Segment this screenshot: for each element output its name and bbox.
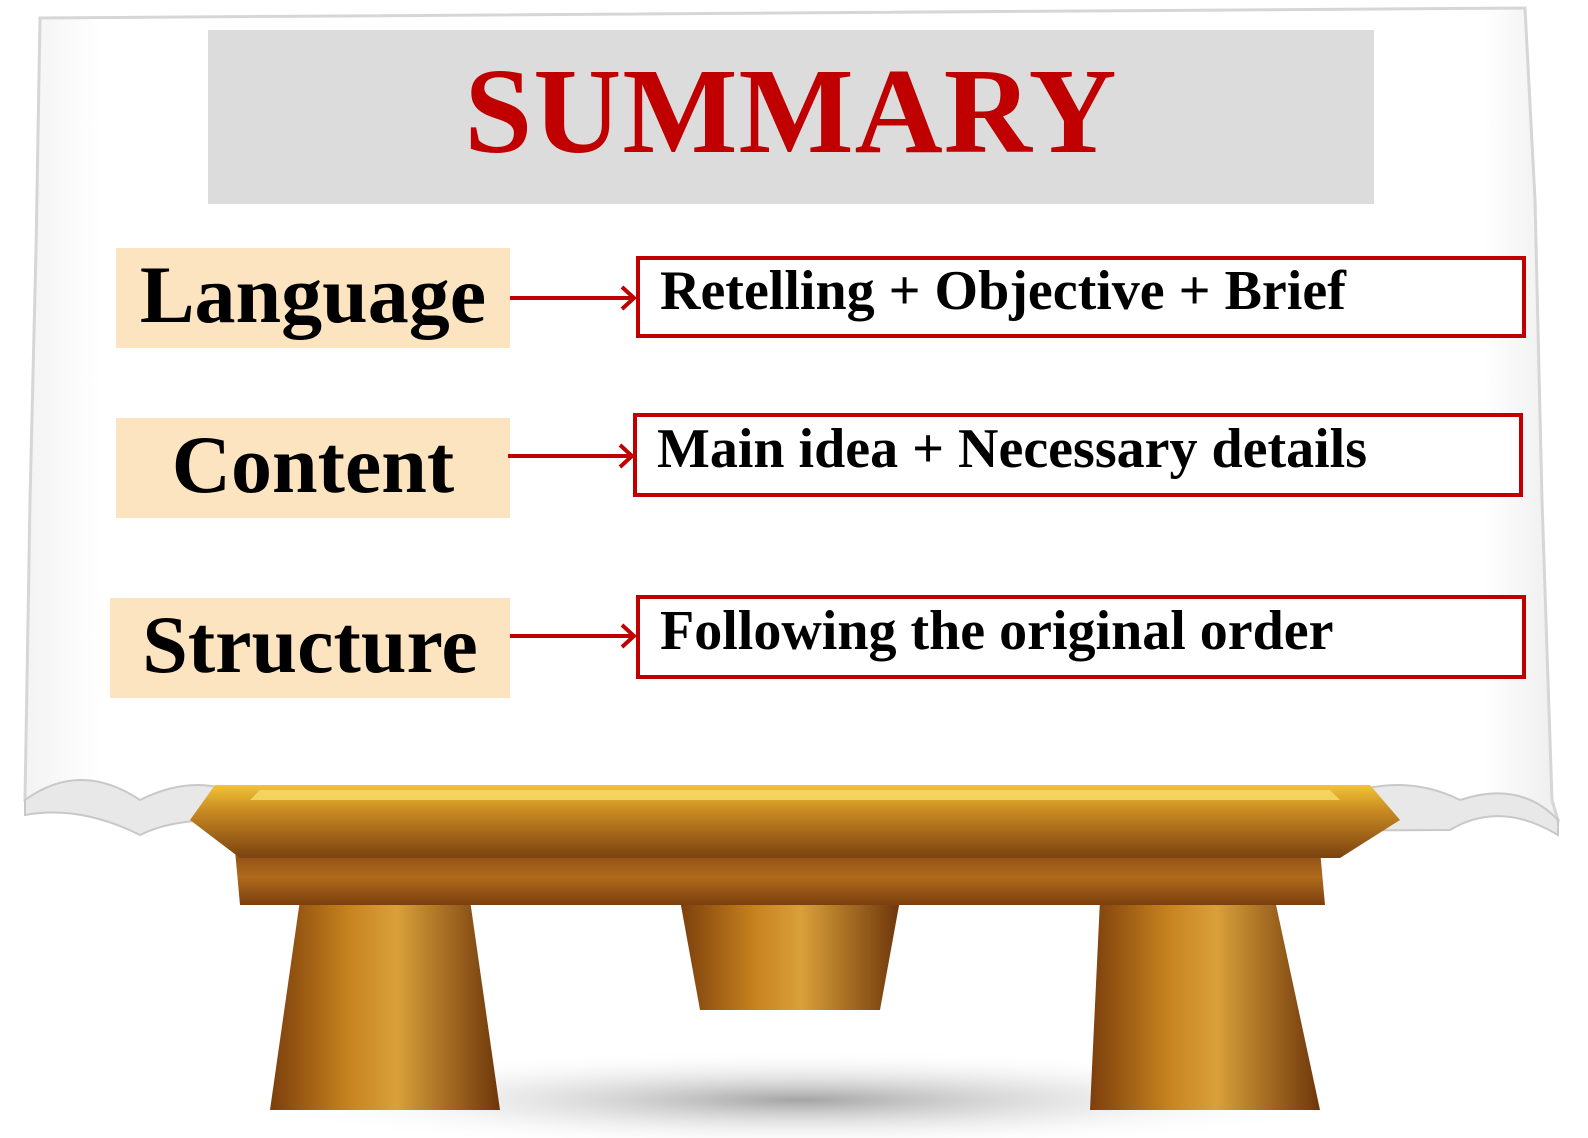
label-language-text: Language <box>139 249 487 340</box>
arrow-content <box>508 443 635 469</box>
description-language: Retelling + Objective + Brief <box>636 256 1526 338</box>
description-content-text: Main idea + Necessary details <box>657 418 1368 480</box>
title-banner: SUMMARY <box>208 30 1374 204</box>
label-language: Language <box>116 248 510 348</box>
easel-leg-center <box>680 900 900 1010</box>
arrow-language <box>510 285 637 311</box>
description-structure-text: Following the original order <box>660 600 1334 662</box>
description-language-text: Retelling + Objective + Brief <box>660 260 1346 322</box>
floor-shadow <box>240 1050 1360 1138</box>
label-content: Content <box>116 418 510 518</box>
label-structure: Structure <box>110 598 510 698</box>
easel-leg-left <box>270 900 500 1110</box>
page-title: SUMMARY <box>464 44 1118 179</box>
description-structure: Following the original order <box>636 595 1526 679</box>
easel-ledge <box>190 785 1400 858</box>
label-content-text: Content <box>171 419 455 510</box>
arrow-structure <box>510 623 637 649</box>
description-content: Main idea + Necessary details <box>633 413 1523 497</box>
easel-band <box>235 850 1325 905</box>
label-structure-text: Structure <box>142 599 478 690</box>
easel-ledge-highlight <box>250 790 1340 800</box>
easel-leg-right <box>1090 900 1320 1110</box>
